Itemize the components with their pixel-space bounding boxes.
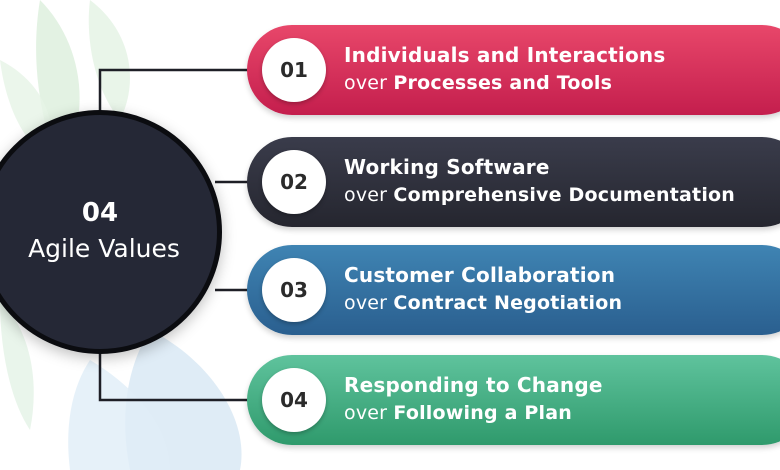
over-word: over [344, 292, 388, 314]
value-subtitle: over Following a Plan [344, 399, 603, 427]
value-pill-01: 01 Individuals and Interactions over Pro… [247, 25, 780, 115]
value-title: Individuals and Interactions [344, 43, 666, 67]
over-word: over [344, 402, 388, 424]
value-title: Working Software [344, 155, 550, 179]
value-subtitle: over Contract Negotiation [344, 289, 622, 317]
value-pill-02: 02 Working Software over Comprehensive D… [247, 137, 780, 227]
hub-label: Agile Values [28, 234, 180, 263]
over-word: over [344, 184, 388, 206]
connector-01 [98, 68, 250, 112]
value-number-badge: 01 [262, 38, 326, 102]
value-title: Customer Collaboration [344, 263, 616, 287]
value-number-badge: 04 [262, 368, 326, 432]
value-rest: Following a Plan [393, 402, 572, 424]
value-number-badge: 03 [262, 258, 326, 322]
agile-values-hub: 04 Agile Values [0, 110, 222, 354]
connector-04 [98, 352, 250, 402]
value-pill-03: 03 Customer Collaboration over Contract … [247, 245, 780, 335]
value-subtitle: over Processes and Tools [344, 69, 665, 97]
value-rest: Comprehensive Documentation [393, 184, 736, 206]
value-rest: Contract Negotiation [393, 292, 623, 314]
value-rest: Processes and Tools [393, 72, 613, 94]
value-pill-04: 04 Responding to Change over Following a… [247, 355, 780, 445]
over-word: over [344, 72, 388, 94]
value-title: Responding to Change [344, 373, 603, 397]
value-number-badge: 02 [262, 150, 326, 214]
hub-number: 04 [81, 198, 119, 228]
value-subtitle: over Comprehensive Documentation [344, 181, 735, 209]
